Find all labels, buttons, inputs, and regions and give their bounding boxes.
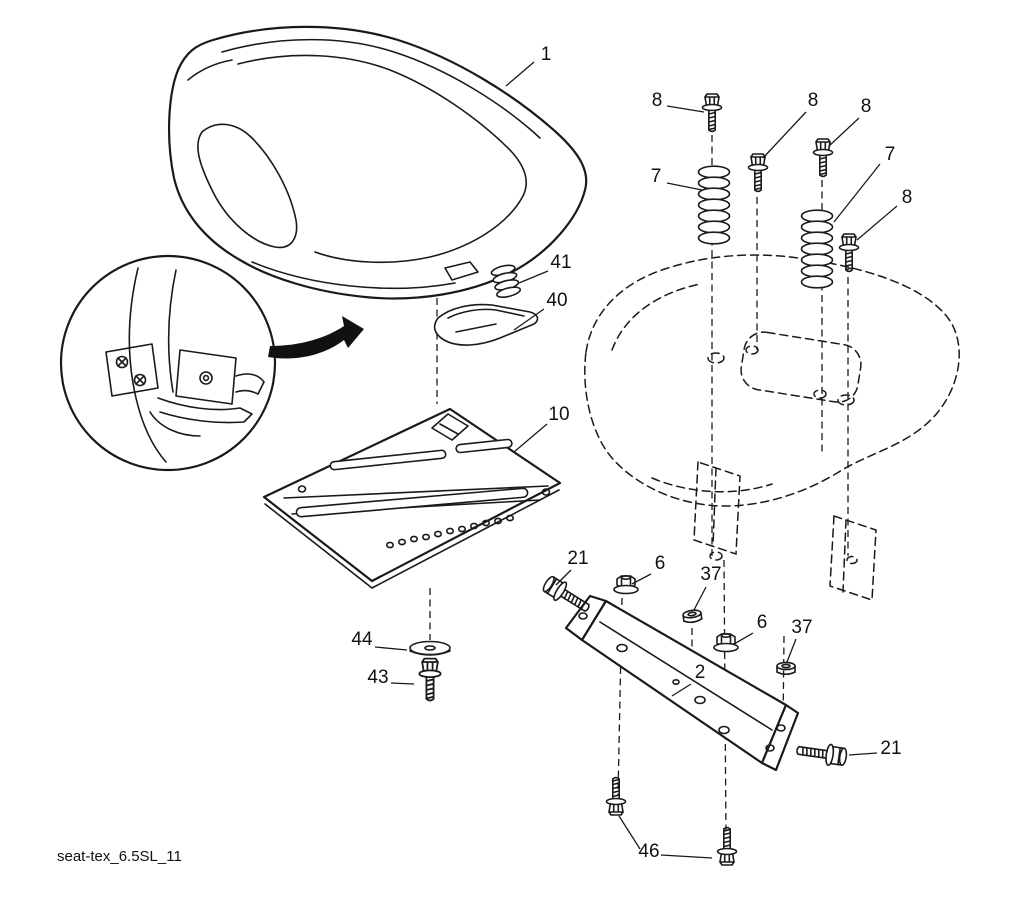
part-locknut-37-left	[681, 608, 703, 625]
callout-40: 40	[546, 290, 567, 311]
callout-44: 44	[351, 629, 373, 650]
part-locknut-37-right	[776, 661, 796, 676]
drawing-code: seat-tex_6.5SL_11	[57, 848, 182, 865]
part-spring-41	[490, 264, 522, 298]
callout-1: 1	[541, 44, 552, 65]
part-seat-1	[168, 25, 588, 300]
callout-43: 43	[367, 667, 388, 688]
part-clip-40	[433, 303, 539, 346]
part-bolt-21-left	[539, 572, 595, 619]
part-bolt-8-2	[747, 153, 769, 193]
part-bolt-46-right	[716, 826, 738, 866]
callout-41: 41	[550, 252, 571, 273]
callout-6-2: 6	[757, 612, 768, 633]
part-bolt-43	[418, 657, 442, 702]
latch-detail-inset	[59, 254, 364, 472]
callout-37-1: 37	[700, 564, 721, 585]
part-nut-6-right	[713, 632, 739, 653]
callout-6-1: 6	[655, 553, 666, 574]
callout-46: 46	[638, 841, 659, 862]
part-bolt-46-left	[605, 776, 627, 816]
part-bolt-21-right	[794, 739, 849, 769]
part-spring-7-right	[800, 209, 834, 289]
callouts: 1 8 8 8 7 7 8 41 40 10 21 6 37 6 37 2 44…	[351, 44, 912, 862]
part-nut-6-left	[613, 574, 639, 595]
callout-7-1: 7	[651, 166, 662, 187]
part-bolt-8-1	[701, 93, 723, 133]
part-spring-7-left	[697, 165, 731, 245]
part-seat-pan-10	[262, 407, 562, 589]
callout-10: 10	[548, 404, 569, 425]
callout-8-1: 8	[652, 90, 663, 111]
callout-21-2: 21	[880, 738, 901, 759]
callout-37-2: 37	[791, 617, 812, 638]
callout-8-2: 8	[808, 90, 819, 111]
callout-2: 2	[695, 662, 706, 683]
callout-8-3: 8	[861, 96, 872, 117]
part-bracket-2	[564, 594, 800, 772]
callout-21-1: 21	[567, 548, 588, 569]
fender-outline	[584, 254, 960, 602]
callout-8-4: 8	[902, 187, 913, 208]
arrow-icon	[268, 316, 364, 359]
leader-lines	[374, 61, 898, 859]
callout-7-2: 7	[885, 144, 896, 165]
part-washer-44	[409, 640, 451, 656]
